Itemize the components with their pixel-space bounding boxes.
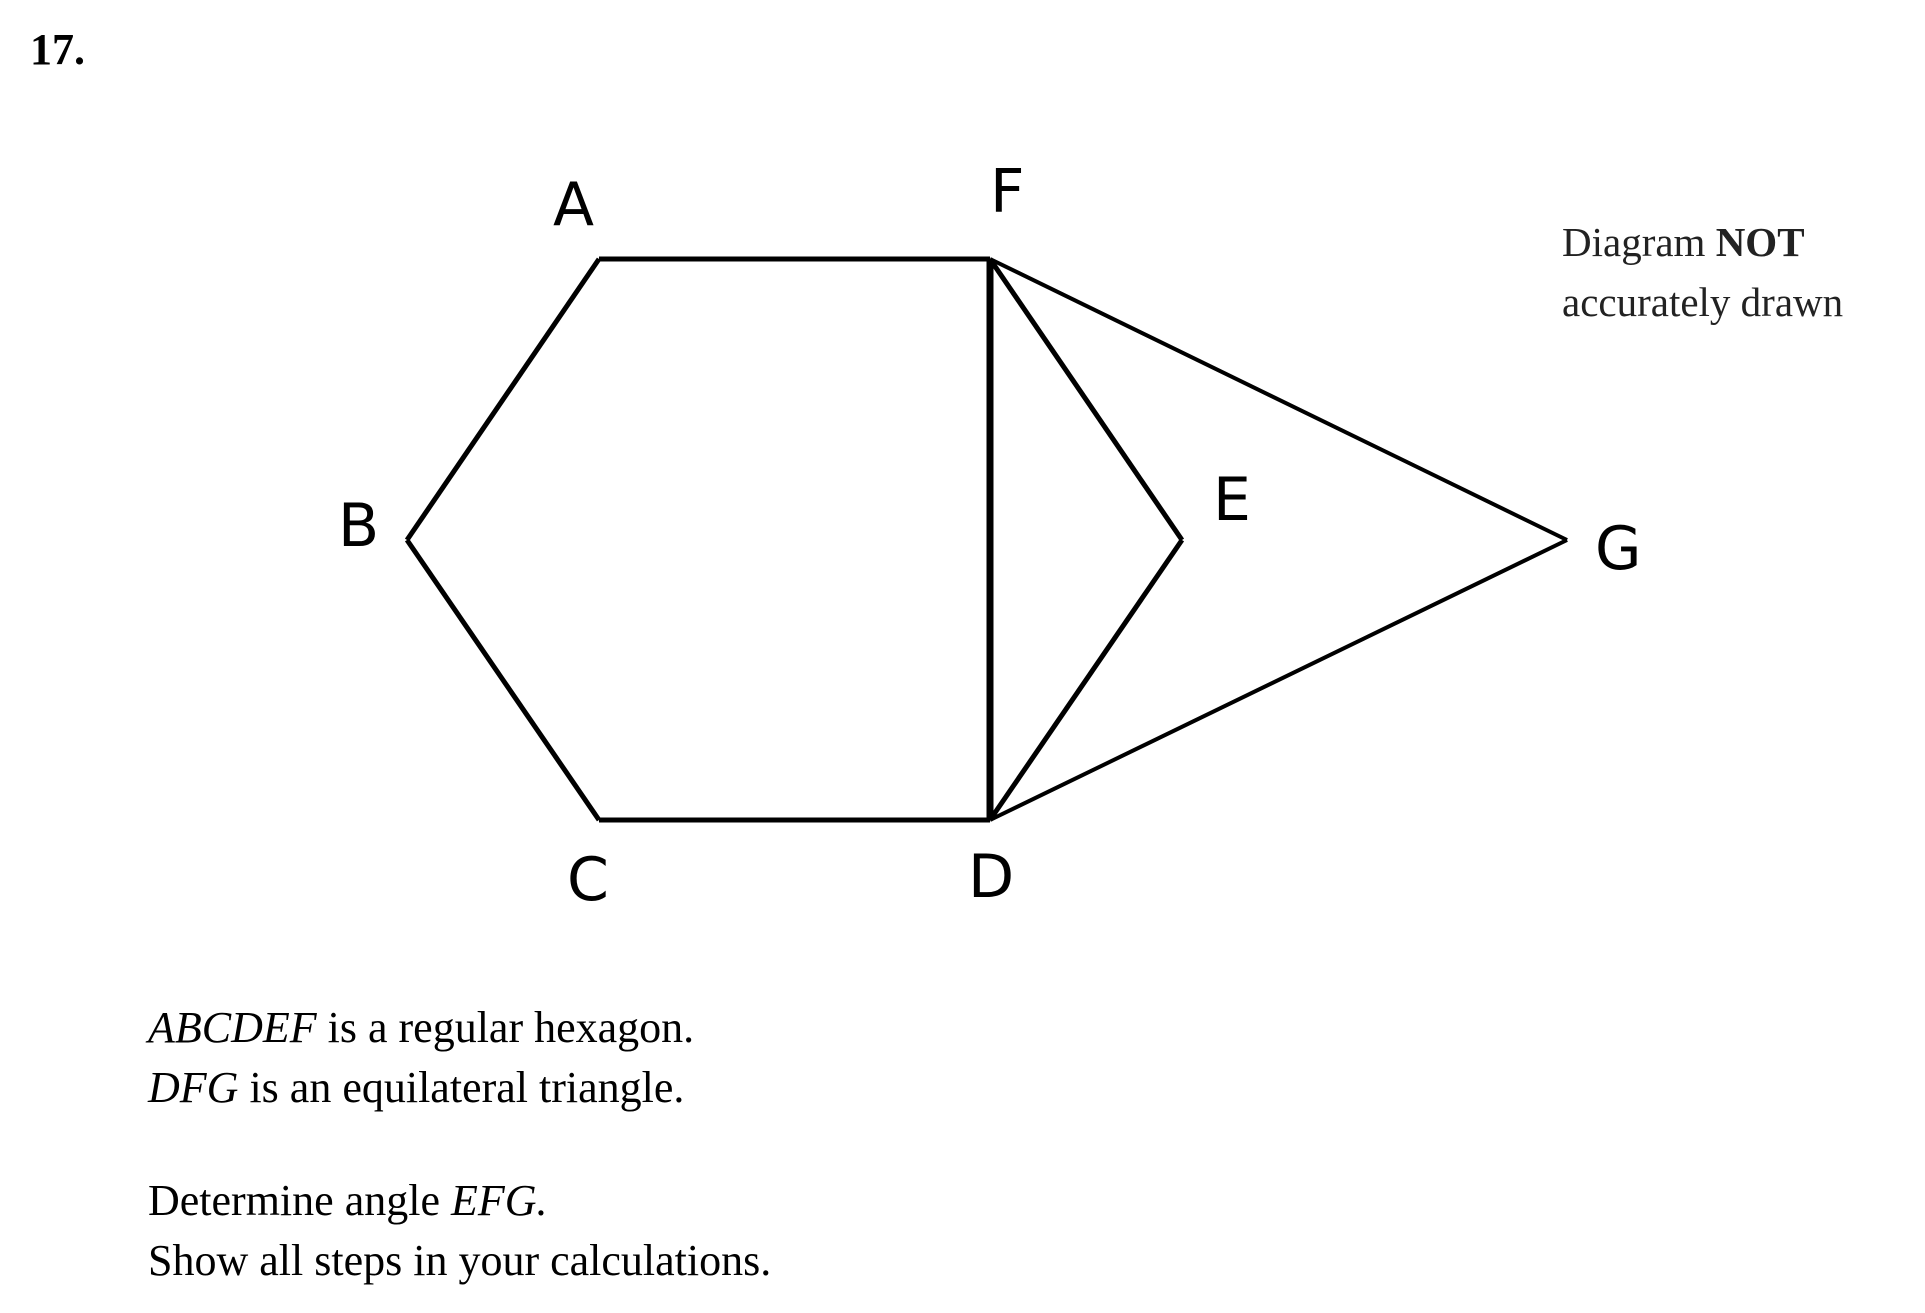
statement-hexagon-text: is a regular hexagon. [316, 1003, 695, 1052]
hexagon-side-ef [987, 257, 1185, 542]
statement-hexagon-name: ABCDEF [148, 1003, 317, 1052]
given-statements: ABCDEF is a regular hexagon. DFG is an e… [148, 998, 694, 1118]
vertex-label-g: G [1595, 514, 1642, 584]
vertex-label-a: A [553, 170, 594, 240]
hexagon-side-bc [404, 538, 602, 822]
hexagon-side-de [987, 538, 1185, 822]
segment-fg [989, 257, 1568, 542]
task-instructions: Determine angle EFG. Show all steps in y… [148, 1171, 771, 1291]
question-number: 17. [30, 25, 85, 74]
diagram-note-line2: accurately drawn [1562, 279, 1844, 325]
task-angle-name: EFG. [450, 1176, 548, 1225]
task-determine-prefix: Determine angle [148, 1176, 451, 1225]
diagram-note-line1: Diagram NOT [1562, 212, 1843, 272]
vertex-label-e: E [1213, 465, 1251, 535]
statement-triangle-text: is an equilateral triangle. [238, 1063, 685, 1112]
statement-hexagon: ABCDEF is a regular hexagon. [148, 998, 694, 1058]
vertex-label-d: D [968, 842, 1014, 912]
diagram-note-prefix: Diagram [1562, 219, 1716, 265]
statement-triangle: DFG is an equilateral triangle. [148, 1058, 694, 1118]
vertex-label-b: B [338, 491, 379, 561]
segment-dg [989, 538, 1568, 822]
task-show-steps: Show all steps in your calculations. [148, 1236, 772, 1285]
diagram-note-bold: NOT [1715, 219, 1805, 265]
statement-triangle-name: DFG [148, 1063, 239, 1112]
vertex-label-c: C [567, 845, 609, 915]
hexagon-side-ab [404, 257, 602, 542]
vertex-label-f: F [990, 157, 1025, 227]
task-determine: Determine angle EFG. [148, 1171, 771, 1231]
diagram-note: Diagram NOT accurately drawn [1562, 212, 1843, 332]
